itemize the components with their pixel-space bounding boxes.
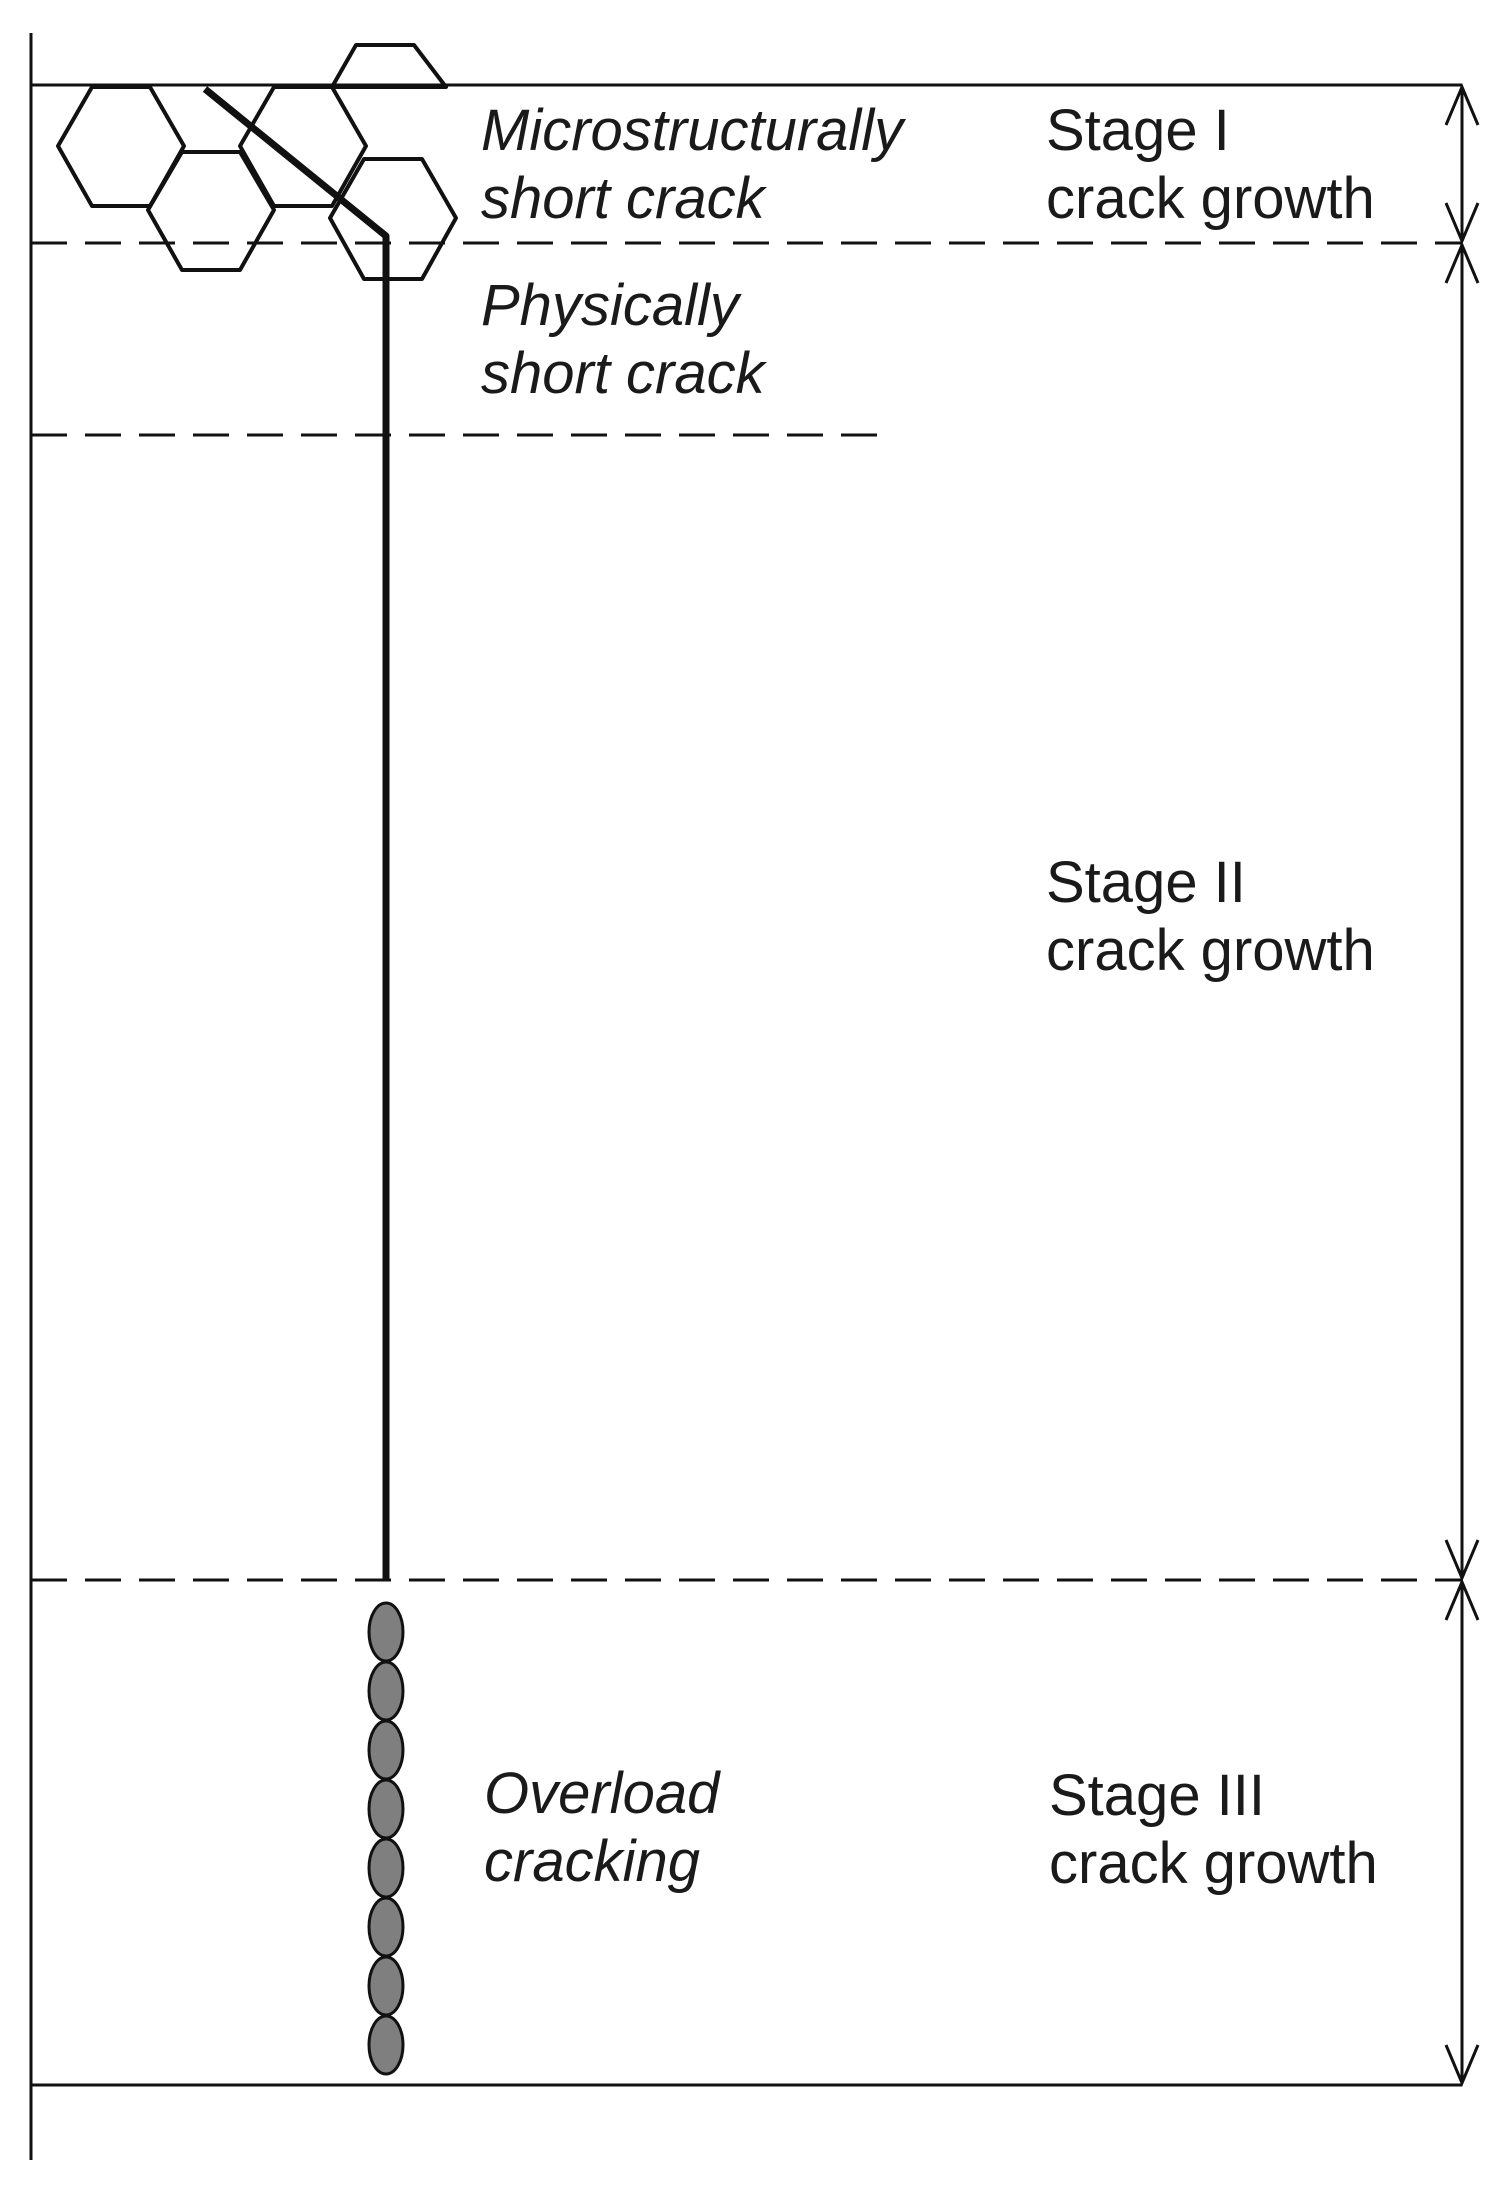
dimple (367, 2014, 405, 2076)
dimple (367, 1778, 405, 1840)
dimple (367, 1837, 405, 1899)
dimple (367, 1719, 405, 1781)
physical-label-line1: Physically (481, 273, 742, 338)
dimple (367, 1955, 405, 2017)
stage1-dimension-arrow (1444, 83, 1480, 245)
dimple (367, 1601, 405, 1663)
grain-hexagon (328, 157, 458, 281)
physical-label-line2: short crack (481, 341, 768, 406)
micro-label-line2: short crack (481, 166, 768, 231)
stage3-label-line1: Stage III (1049, 1763, 1265, 1828)
grain-hexagon (146, 150, 276, 272)
stage1-label-line1: Stage I (1046, 98, 1230, 163)
overload-label-line2: cracking (484, 1829, 700, 1894)
grain-hexagon (56, 85, 186, 208)
grain-structure (56, 43, 458, 281)
grain-hexagon (330, 43, 448, 89)
crack-path (202, 86, 390, 1580)
micro-label-line1: Microstructurally (481, 98, 906, 163)
stage2-dimension-arrow (1444, 241, 1480, 1582)
stage3-label-line2: crack growth (1049, 1831, 1378, 1896)
stage2-label-line2: crack growth (1046, 918, 1375, 983)
dimple (367, 1660, 405, 1722)
overload-label-line1: Overload (484, 1761, 721, 1826)
stage2-label-line1: Stage II (1046, 850, 1246, 915)
overload-dimples (367, 1601, 405, 2076)
stage3-dimension-arrow (1444, 1578, 1480, 2087)
grain-hexagon (238, 85, 368, 208)
dimple (367, 1896, 405, 1958)
stage1-label-line2: crack growth (1046, 166, 1375, 231)
